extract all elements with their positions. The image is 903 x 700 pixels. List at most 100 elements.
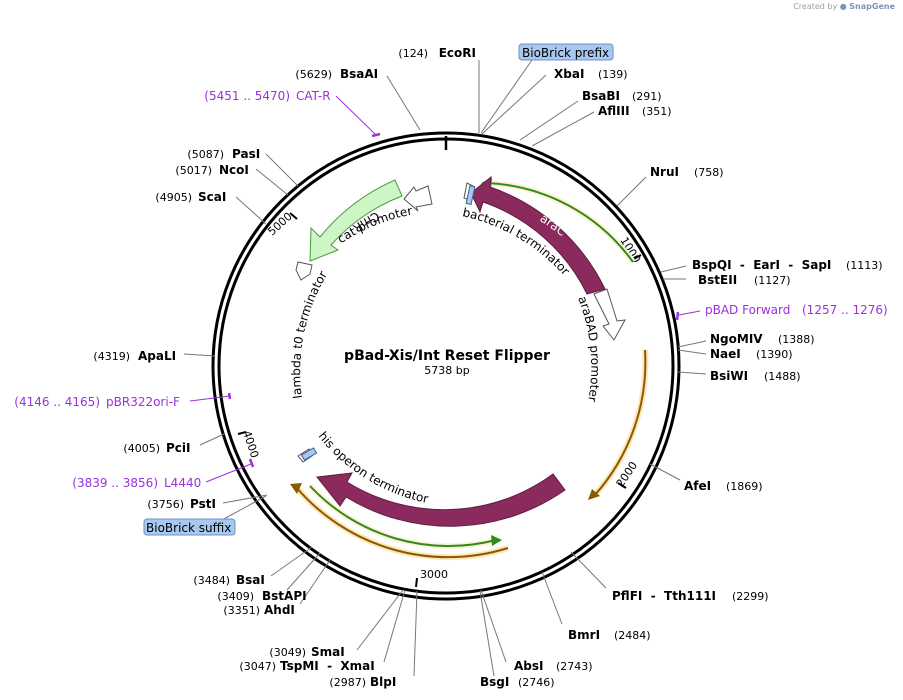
site-scai: ScaI <box>198 190 226 204</box>
site-bstapi-pos: (3409) <box>217 590 254 603</box>
watermark-brand: SnapGene <box>849 2 895 11</box>
site-ncoi: NcoI <box>219 163 249 177</box>
site-pflfi-pos: (2299) <box>732 590 769 603</box>
site-labels: (124) EcoRI XbaI (139) BsaBI (291) AflII… <box>93 46 882 689</box>
leader-absi <box>480 589 507 663</box>
primer-cat-r-range: (5451 .. 5470) <box>204 89 290 103</box>
primer-pbad-forward: pBAD Forward <box>705 303 790 317</box>
biobrick-prefix-label: BioBrick prefix <box>522 46 609 60</box>
tick-3000: 3000 <box>420 568 448 581</box>
feature-arabad-promoter-arrow <box>593 288 626 341</box>
primer-l4440-mark <box>248 458 255 468</box>
site-smai-pos: (3049) <box>269 646 306 659</box>
site-bsaai: BsaAI <box>340 67 378 81</box>
biobrick-prefix-pill <box>518 43 614 61</box>
site-bstapi: BstAPI <box>262 589 307 603</box>
leader-bsabi <box>519 100 579 141</box>
site-bsgi: BsgI <box>480 675 509 689</box>
plasmid-name: pBad-Xis/Int Reset Flipper <box>344 348 550 364</box>
leader-smai <box>356 589 404 651</box>
site-absi-pos: (2743) <box>556 660 593 673</box>
biobrick-prefix-mark <box>465 185 476 206</box>
site-pasi: PasI <box>232 147 260 161</box>
leader-ncoi <box>255 168 289 196</box>
site-bspqi: BspQI - EarI - SapI <box>692 258 831 272</box>
primer-l4440: L4440 <box>164 476 201 490</box>
leader-bsai <box>270 546 313 577</box>
site-pflfi: PflFI - Tth111I <box>612 589 716 603</box>
site-nrui: NruI <box>650 165 679 179</box>
site-ecori-pos: (124) <box>398 47 428 60</box>
label-arabad-promoter: araBAD promoter <box>575 294 602 403</box>
site-bsiwi-pos: (1488) <box>764 370 801 383</box>
site-ncoi-pos: (5017) <box>175 164 212 177</box>
primer-cat-r: CAT-R <box>296 89 331 103</box>
site-afei: AfeI <box>684 479 711 493</box>
site-bspqi-pos: (1113) <box>846 259 883 272</box>
snapgene-logo-icon: ● <box>839 2 847 11</box>
tick-2000-mark <box>617 482 627 489</box>
backbone-outer-ring <box>211 131 681 601</box>
tick-5000-mark <box>289 212 298 220</box>
leader-pcii <box>199 433 225 446</box>
leader-pbr322ori-f <box>189 395 231 402</box>
feature-orange-strand-bottom-arrowhead <box>290 483 302 494</box>
leader-afliii <box>531 111 595 147</box>
site-tspmi-pos: (3047) <box>239 660 276 673</box>
feature-green-strand-bottom-arrowhead <box>491 535 502 546</box>
site-bsabi-pos: (291) <box>632 90 662 103</box>
site-afliii: AflIII <box>598 104 630 118</box>
leader-cat-r <box>335 95 377 136</box>
leader-pbad-forward <box>678 310 701 316</box>
feature-lambda-terminator-arrow <box>295 261 313 281</box>
biobrick-suffix-label: BioBrick suffix <box>146 521 231 535</box>
primer-l4440-range: (3839 .. 3856) <box>72 476 158 490</box>
site-nrui-pos: (758) <box>694 166 724 179</box>
leader-tspmi <box>383 589 406 663</box>
feature-cmr-arrow <box>309 179 403 262</box>
label-lambda-terminator: lambda t0 terminator <box>289 268 330 399</box>
site-ngomiv: NgoMIV <box>710 332 763 346</box>
site-pcii: PciI <box>166 441 191 455</box>
site-ecori: EcoRI <box>439 46 476 60</box>
leader-apali <box>183 353 216 357</box>
leader-biobrick-suffix <box>221 495 267 521</box>
feature-bxb1-arrow <box>316 472 566 527</box>
tick-4000: 4000 <box>240 429 261 460</box>
site-psti: PstI <box>190 497 216 511</box>
leader-pasi <box>265 153 299 187</box>
leader-scai <box>235 196 267 225</box>
site-afliii-pos: (351) <box>642 105 672 118</box>
leader-afei <box>649 463 681 481</box>
primer-pbad-forward-range: (1257 .. 1276) <box>802 303 888 317</box>
feature-orange-strand-bottom-line <box>295 486 509 559</box>
leader-bsaai <box>386 75 421 131</box>
biobrick-suffix-pill <box>143 518 236 536</box>
site-scai-pos: (4905) <box>155 191 192 204</box>
site-blpi: BlpI <box>370 675 396 689</box>
leader-xbai <box>481 74 547 135</box>
site-bsiwi: BsiWI <box>710 369 748 383</box>
leader-bsgi <box>479 590 495 677</box>
leader-bmri <box>541 571 563 625</box>
leader-psti <box>222 494 268 504</box>
tick-3000-mark <box>415 577 418 588</box>
leader-blpi <box>413 590 418 677</box>
primer-pbr322ori-f-range: (4146 .. 4165) <box>14 395 100 409</box>
site-bsai: BsaI <box>236 573 265 587</box>
biobrick-suffix-mark <box>300 447 318 461</box>
site-naei-pos: (1390) <box>756 348 793 361</box>
leader-naei <box>677 349 707 355</box>
site-bsabi: BsaBI <box>582 89 620 103</box>
site-bsteii-pos: (1127) <box>754 274 791 287</box>
site-tspmi: TspMI - XmaI <box>280 659 375 673</box>
site-blpi-pos: (2987) <box>329 676 366 689</box>
leader-lines <box>183 59 707 677</box>
feature-cat-promoter-arrow <box>403 185 433 212</box>
primer-leader-lines <box>189 95 701 483</box>
site-bmri: BmrI <box>568 628 600 642</box>
leader-ahdi <box>299 559 331 605</box>
primer-pbad-mark <box>675 311 680 321</box>
site-naei: NaeI <box>710 347 741 361</box>
